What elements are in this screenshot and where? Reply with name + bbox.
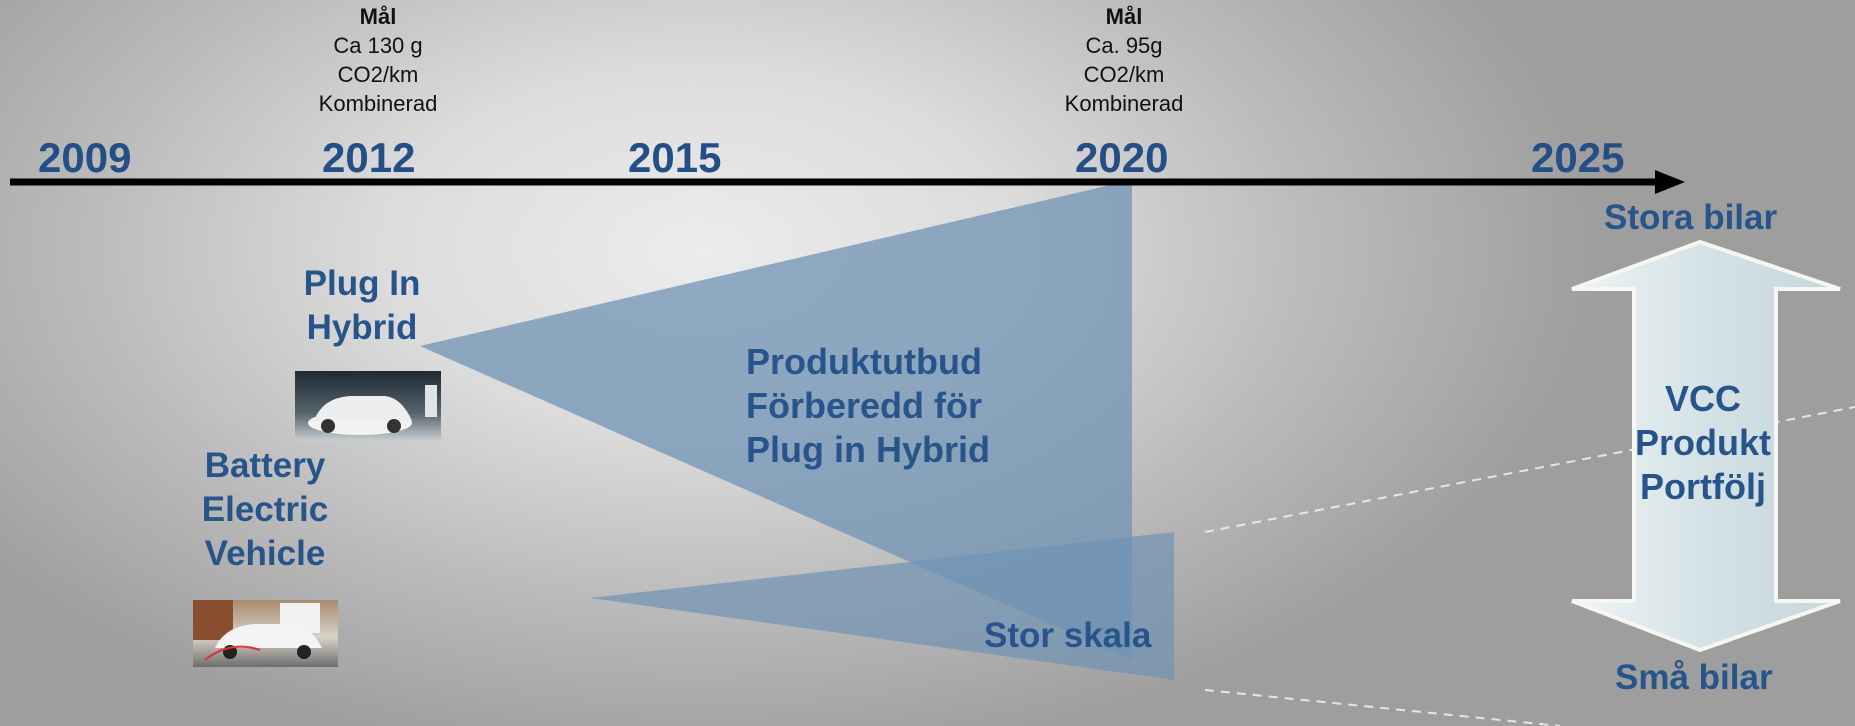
goal-2020: Mål Ca. 95g CO2/km Kombinerad (1044, 2, 1204, 118)
small-cars-label: Små bilar (1615, 658, 1773, 697)
label-line: Plug in Hybrid (746, 429, 991, 470)
large-scale-label: Stor skala (984, 616, 1152, 655)
year-2020: 2020 (1075, 134, 1169, 181)
goal-line: CO2/km (1083, 62, 1165, 87)
goal-line: Kombinerad (318, 91, 438, 116)
bev-car-photo (193, 600, 338, 667)
plug-in-wedge (420, 180, 1132, 660)
year-2025: 2025 (1531, 134, 1625, 181)
product-offering-label: Produktutbud Förberedd för Plug in Hybri… (746, 340, 990, 472)
goal-line: Ca 130 g (333, 33, 423, 58)
label-line: Portfölj (1640, 466, 1766, 507)
large-scale-wedge (590, 532, 1174, 680)
year-2015: 2015 (628, 134, 722, 181)
goal-heading: Mål (1105, 4, 1143, 29)
label-line: Förberedd för (746, 385, 983, 426)
label-line: VCC (1664, 378, 1741, 419)
vcc-product-portfolio-label: VCC Produkt Portfölj (1620, 377, 1786, 509)
dashed-line-lower (1204, 689, 1561, 726)
portfolio-arrow (1571, 239, 1841, 653)
label-line: Vehicle (204, 534, 326, 573)
timeline-arrowhead (1655, 170, 1685, 194)
goal-2012: Mål Ca 130 g CO2/km Kombinerad (298, 2, 458, 118)
goal-heading: Mål (359, 4, 397, 29)
goal-line: CO2/km (337, 62, 419, 87)
plug-in-hybrid-label: Plug In Hybrid (296, 262, 428, 350)
label-line: Produkt (1634, 422, 1771, 463)
year-2012: 2012 (322, 134, 416, 181)
label-line: Plug In (303, 264, 421, 303)
large-cars-label: Stora bilar (1604, 198, 1778, 237)
battery-electric-vehicle-label: Battery Electric Vehicle (190, 444, 340, 576)
goal-line: Kombinerad (1064, 91, 1184, 116)
label-line: Electric (201, 490, 329, 529)
year-2009: 2009 (38, 134, 132, 181)
label-line: Produktutbud (746, 341, 982, 382)
phev-car-photo (295, 371, 441, 441)
label-line: Battery (204, 446, 326, 485)
goal-line: Ca. 95g (1085, 33, 1163, 58)
label-line: Hybrid (306, 308, 418, 347)
